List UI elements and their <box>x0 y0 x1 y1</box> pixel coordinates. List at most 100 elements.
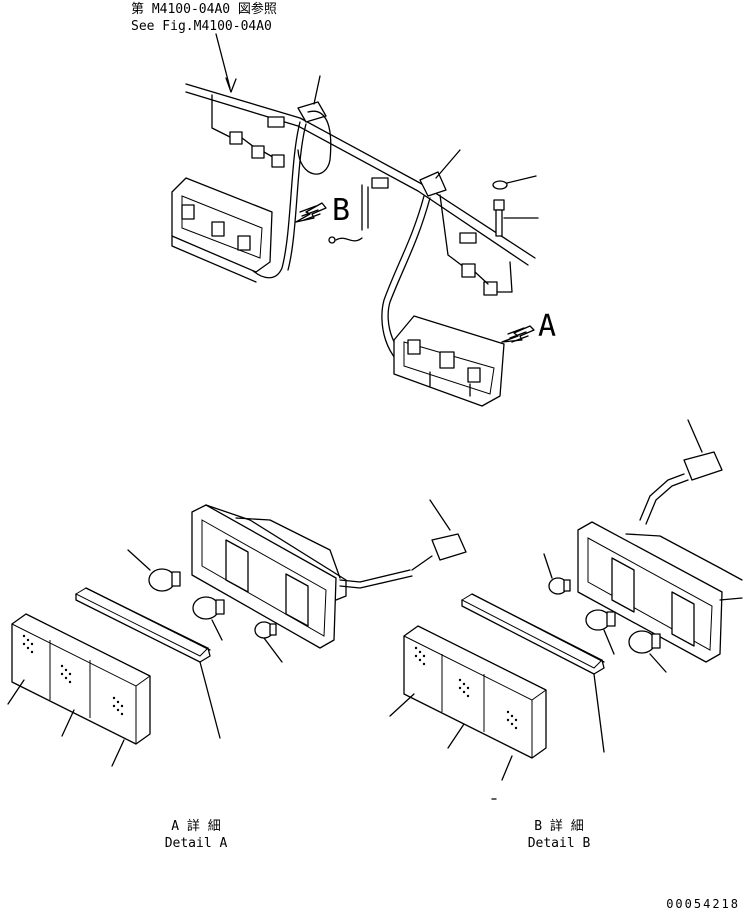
lamp-housing-b-installed <box>171 177 273 283</box>
lamp-socket <box>407 339 421 355</box>
detail-b-lens-edge <box>403 635 547 758</box>
detail-b-gasket <box>471 593 605 663</box>
detail-b-housing-back <box>719 597 743 601</box>
lamp-terminal <box>429 371 471 397</box>
harness-connector <box>461 263 476 278</box>
detail-b-caption-en: Detail B <box>528 836 591 851</box>
detail-b-lens <box>403 625 547 759</box>
reference-note-en: See Fig.M4100-04A0 <box>131 19 272 34</box>
harness-drop-clip <box>335 237 363 242</box>
view-arrow-b-hatch <box>299 205 321 221</box>
detail-b-cavity <box>671 591 695 647</box>
lamp-socket <box>211 221 225 237</box>
view-marker-b: B <box>332 193 350 228</box>
harness-connector <box>483 281 498 296</box>
lamp-socket <box>439 351 455 369</box>
bolt-shank <box>495 209 503 237</box>
detail-a-cavity <box>285 573 309 627</box>
view-arrow-b: B <box>295 193 350 228</box>
bulb-glass <box>192 596 220 620</box>
bulb-base <box>651 633 661 649</box>
detail-b-connector-leader <box>687 419 703 453</box>
detail-b-lead-wire <box>645 479 689 525</box>
detail-b-lens-leader <box>389 693 415 717</box>
harness-lamp-b-lead <box>287 123 307 271</box>
detail-a-caption: A 詳 細 Detail A <box>165 818 228 851</box>
drawing-number: 00054218 <box>666 897 740 911</box>
detail-b-lens-divider <box>441 654 485 732</box>
detail-b-gasket-top <box>460 593 603 669</box>
detail-a-lens-divider <box>49 640 91 718</box>
detail-a-lens-leader <box>7 679 25 705</box>
view-marker-a: A <box>538 309 556 344</box>
lamp-socket <box>181 204 195 220</box>
bulb-base <box>269 623 277 636</box>
washer-part <box>492 180 508 190</box>
detail-b-exploded <box>389 419 743 800</box>
detail-b-housing-back <box>625 533 743 581</box>
bracket-leader <box>313 75 321 105</box>
lamp-socket <box>467 367 481 383</box>
detail-a-lead-wire <box>339 575 413 589</box>
detail-a-connector-leader <box>429 499 451 531</box>
detail-b-lead-wire <box>639 473 685 521</box>
bulb-base <box>215 599 225 615</box>
harness-branch <box>439 194 469 271</box>
detail-b-housing-inner <box>587 537 713 651</box>
harness-clamp <box>459 232 477 244</box>
harness-trunk-lower <box>185 91 529 266</box>
detail-a-lens-leader <box>111 739 125 767</box>
harness-connector <box>271 154 285 168</box>
detail-a-cavity <box>225 539 249 593</box>
detail-b-cavity <box>611 557 635 613</box>
harness-connector <box>251 145 265 159</box>
detail-b-connector <box>683 451 723 481</box>
bulb-base <box>606 611 616 627</box>
detail-b-bulb-3 <box>628 630 667 673</box>
harness-lamp-a-lead <box>381 195 425 373</box>
bolt-head <box>493 199 505 211</box>
harness-branch <box>496 261 513 293</box>
lamp-housing-inner <box>403 341 495 395</box>
bulb-base <box>171 571 181 587</box>
detail-b-bulb-1 <box>543 553 571 595</box>
detail-b-caption-jp: B 詳 細 <box>534 818 583 834</box>
lamp-socket <box>237 235 251 251</box>
detail-a-lead-wire <box>411 555 433 571</box>
detail-a-lens-leader <box>61 709 75 737</box>
reference-note: 第 M4100-04A0 図参照 See Fig.M4100-04A0 <box>131 1 277 93</box>
detail-a-lens <box>11 613 151 745</box>
harness-lamp-b-lead <box>249 121 301 279</box>
bulb-leader <box>263 637 283 663</box>
harness-clip-ring <box>328 236 336 244</box>
lamp-housing-edge <box>171 235 257 283</box>
detail-a-gasket-leader <box>199 661 221 739</box>
view-arrow-a: A <box>501 309 556 344</box>
bulb-leader <box>127 549 151 571</box>
detail-b-gasket-leader <box>593 673 605 753</box>
bulb-base <box>563 579 571 592</box>
harness-connector <box>229 131 243 145</box>
detail-a-caption-jp: A 詳 細 <box>171 818 220 834</box>
bracket-leader <box>435 149 461 179</box>
bulb-leader <box>211 619 223 641</box>
detail-b-lens-leader <box>447 723 465 749</box>
detail-a-exploded <box>7 499 467 767</box>
harness-bracket <box>419 171 447 197</box>
bulb-glass <box>628 630 656 654</box>
detail-a-lead-wire <box>339 569 411 583</box>
bulb-leader <box>603 629 615 655</box>
bulb-leader <box>649 653 667 673</box>
detail-a-bulb-2 <box>192 596 225 641</box>
reference-arrowhead <box>225 77 237 93</box>
detail-a-connector <box>431 533 467 561</box>
reference-leader <box>215 33 231 89</box>
detail-b-bulb-2 <box>585 609 616 655</box>
reference-note-jp: 第 M4100-04A0 図参照 <box>131 1 277 17</box>
harness-clamp <box>371 177 389 189</box>
detail-a-lens-edge <box>11 623 151 744</box>
detail-a-caption-en: Detail A <box>165 836 228 851</box>
harness-branch <box>474 271 489 285</box>
detail-a-gasket-top <box>74 587 209 657</box>
detail-a-lens-dots <box>22 634 124 716</box>
